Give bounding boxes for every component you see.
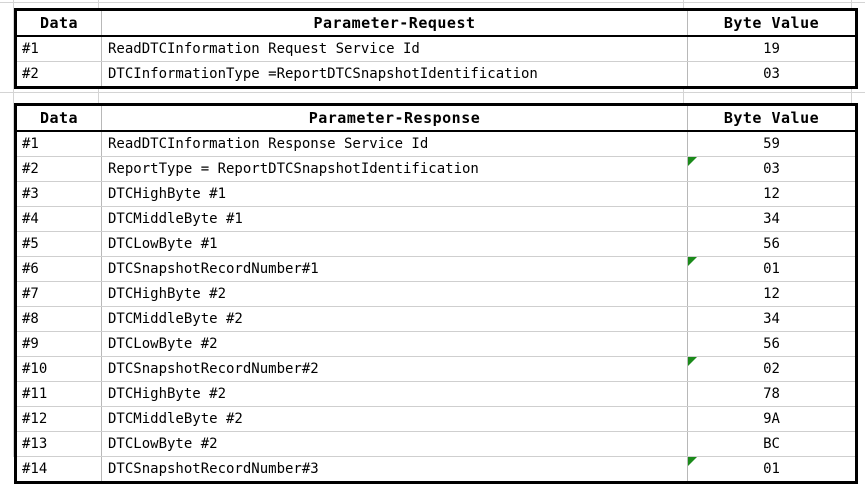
cell-parameter: DTCLowByte #2: [101, 431, 688, 457]
cell-data: #14: [15, 456, 102, 483]
header-byte-value: Byte Value: [687, 9, 857, 37]
cell-parameter: ReadDTCInformation Request Service Id: [101, 36, 688, 62]
cell-byte-value: 56: [687, 331, 857, 357]
cell-parameter: DTCHighByte #2: [101, 381, 688, 407]
cell-byte-value: 03: [763, 66, 780, 82]
cell-parameter: DTCSnapshotRecordNumber#3: [101, 456, 688, 483]
cell-byte-value: 12: [687, 281, 857, 307]
cell-parameter: DTCMiddleByte #1: [101, 206, 688, 232]
cell-data: #8: [15, 306, 102, 332]
cell-parameter: ReadDTCInformation Response Service Id: [101, 131, 688, 157]
cell-data: #10: [15, 356, 102, 382]
cell-data: #1: [15, 36, 102, 62]
request-table-body: #1 ReadDTCInformation Request Service Id…: [15, 36, 857, 88]
table-header-row: Data Parameter-Request Byte Value: [15, 9, 857, 37]
table-header-row: Data Parameter-Response Byte Value: [15, 104, 857, 132]
cell-byte-value: 03: [687, 156, 857, 182]
cell-parameter: DTCSnapshotRecordNumber#1: [101, 256, 688, 282]
cell-byte-value: 9A: [687, 406, 857, 432]
cell-byte-value: 59: [687, 131, 857, 157]
cell-byte-value: 56: [687, 231, 857, 257]
cell-parameter: DTCLowByte #1: [101, 231, 688, 257]
cell-data: #3: [15, 181, 102, 207]
cell-byte-value: 34: [687, 306, 857, 332]
cell-data: #4: [15, 206, 102, 232]
header-parameter: Parameter-Response: [101, 104, 688, 132]
cell-parameter: DTCMiddleByte #2: [101, 406, 688, 432]
cell-data: #5: [15, 231, 102, 257]
table-row: #1 ReadDTCInformation Request Service Id…: [15, 36, 857, 62]
cell-byte-value: 12: [687, 181, 857, 207]
cell-parameter: DTCSnapshotRecordNumber#2: [101, 356, 688, 382]
header-byte-value: Byte Value: [687, 104, 857, 132]
cell-data: #11: [15, 381, 102, 407]
request-table: Data Parameter-Request Byte Value #1 Rea…: [14, 8, 858, 89]
cell-data: #2: [15, 156, 102, 182]
cell-parameter: DTCHighByte #2: [101, 281, 688, 307]
cell-parameter: DTCHighByte #1: [101, 181, 688, 207]
cell-parameter: DTCInformationType =ReportDTCSnapshotIde…: [101, 61, 688, 88]
header-parameter: Parameter-Request: [101, 9, 688, 37]
error-marker-icon: [688, 357, 697, 366]
cell-data: #12: [15, 406, 102, 432]
header-data: Data: [15, 104, 102, 132]
cell-byte-value: 01: [688, 457, 857, 483]
gridline-horizontal: [0, 92, 865, 93]
table-row: #2 DTCInformationType =ReportDTCSnapshot…: [15, 61, 857, 88]
error-marker-icon: [688, 457, 697, 466]
cell-parameter: DTCLowByte #2: [101, 331, 688, 357]
cell-data: #6: [15, 256, 102, 282]
cell-parameter: DTCMiddleByte #2: [101, 306, 688, 332]
cell-data: #9: [15, 331, 102, 357]
cell-byte-value: 19: [687, 36, 857, 62]
cell-data: #7: [15, 281, 102, 307]
cell-byte-value: 34: [687, 206, 857, 232]
cell-data: #2: [15, 61, 102, 88]
cell-data: #13: [15, 431, 102, 457]
error-marker-icon: [688, 157, 697, 166]
cell-data: #1: [15, 131, 102, 157]
cell-byte-value: 02: [687, 356, 857, 382]
cell-parameter: ReportType = ReportDTCSnapshotIdentifica…: [101, 156, 688, 182]
error-marker-icon: [688, 257, 697, 266]
cell-byte-value: BC: [687, 431, 857, 457]
cell-byte-value: 78: [687, 381, 857, 407]
header-data: Data: [15, 9, 102, 37]
gridline-horizontal: [0, 2, 865, 3]
cell-byte-value: 01: [687, 256, 857, 282]
